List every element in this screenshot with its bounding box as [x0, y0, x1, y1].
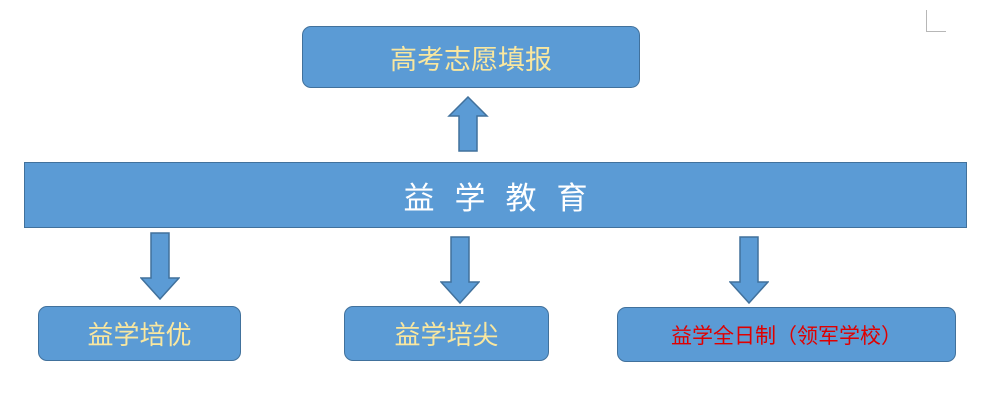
child-node-label: 益学培优: [87, 321, 192, 351]
top-node-label: 高考志愿填报: [390, 44, 552, 76]
child-node-fulltime: 益学全日制（领军学校）: [617, 307, 956, 362]
page-corner-mark: [926, 10, 946, 32]
center-node: 益学教育: [24, 162, 967, 228]
top-node: 高考志愿填报: [302, 26, 640, 88]
child-node-label: 益学培尖: [394, 321, 499, 351]
arrow-down-icon: [140, 232, 180, 300]
child-node-peijian: 益学培尖: [344, 306, 549, 361]
child-node-label: 益学全日制（领军学校）: [671, 323, 902, 348]
arrow-up-icon: [447, 96, 489, 152]
arrow-down-icon: [440, 236, 480, 304]
child-node-peiyou: 益学培优: [38, 306, 241, 361]
arrow-down-icon: [729, 236, 769, 304]
center-node-label: 益学教育: [403, 180, 608, 217]
